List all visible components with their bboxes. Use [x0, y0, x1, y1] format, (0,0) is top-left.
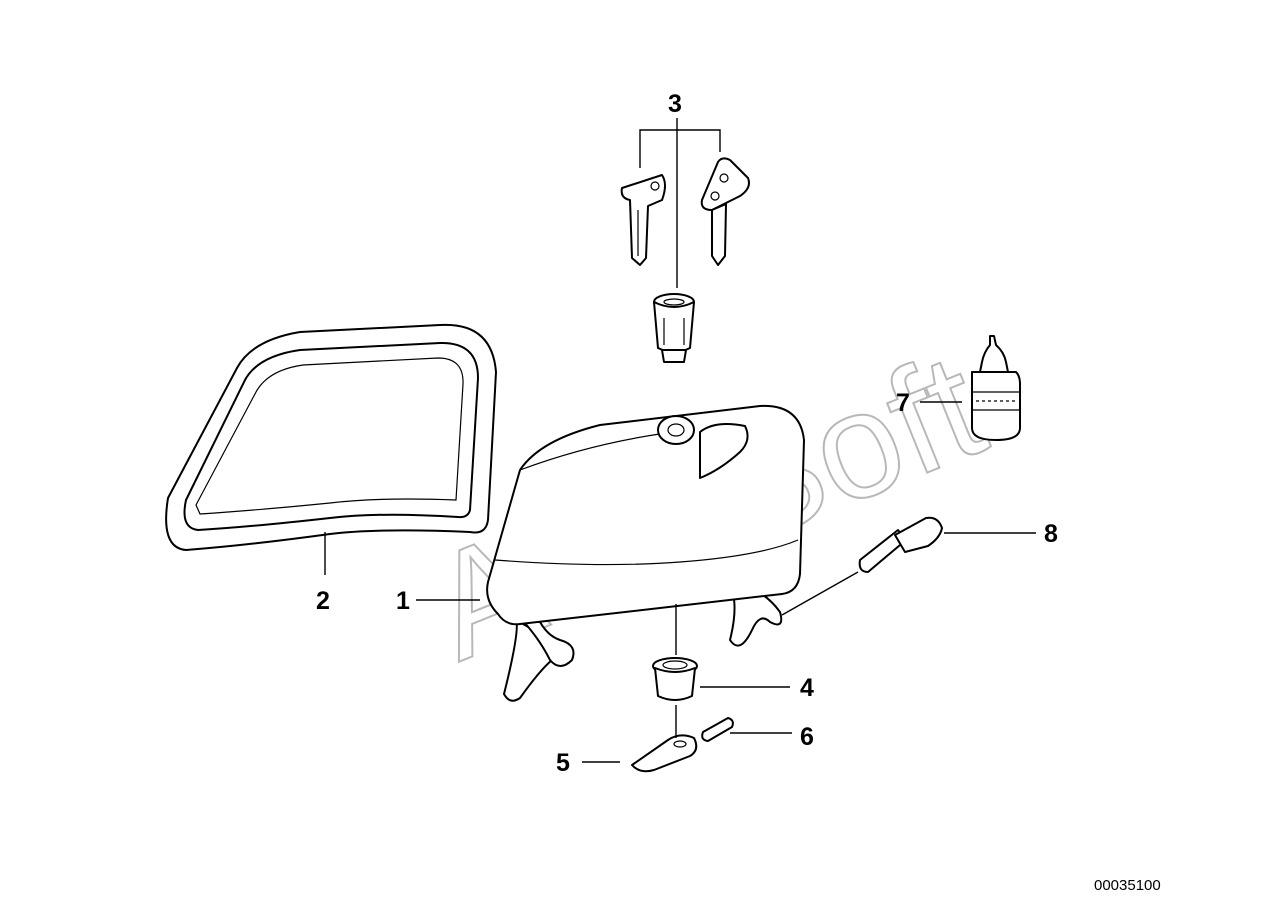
callout-2: 2: [316, 587, 330, 615]
callout-8: 8: [1044, 520, 1058, 548]
part-1-cover: [486, 404, 805, 702]
part-3-key-flat: [620, 174, 666, 266]
leader-8: [781, 532, 1036, 616]
callout-1: 1: [396, 587, 410, 615]
leader-3: [639, 118, 721, 288]
part-3-key-head: [700, 157, 750, 266]
diagram-code: 00035100: [1094, 877, 1161, 894]
part-2-gasket: [165, 323, 497, 551]
part-8-pin: [858, 516, 943, 573]
part-3-lock-cylinder: [653, 293, 695, 363]
callout-6: 6: [800, 723, 814, 751]
part-5-latch: [631, 734, 698, 773]
part-7-bottle: [971, 335, 1021, 441]
part-6-roll-pin: [701, 717, 734, 742]
callout-4: 4: [800, 674, 814, 702]
callout-5: 5: [556, 749, 570, 777]
callout-3: 3: [668, 90, 682, 118]
callout-7: 7: [896, 389, 910, 417]
part-4-bushing: [652, 657, 698, 701]
